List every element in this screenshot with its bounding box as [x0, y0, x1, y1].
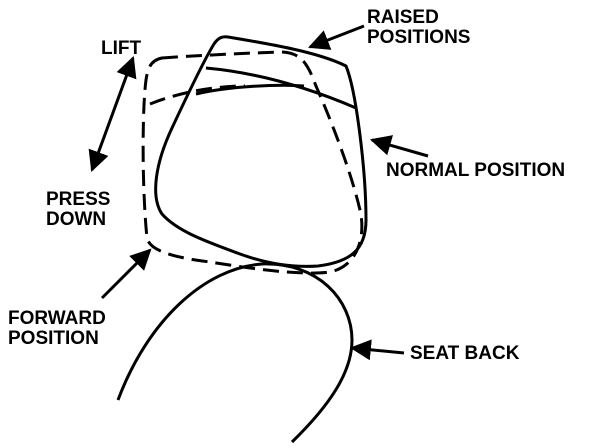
raised-positions-label: RAISED POSITIONS	[367, 8, 470, 48]
normal-position-pointer	[369, 135, 429, 158]
raised-label-line-1: RAISED	[367, 7, 439, 28]
normal-position-outline	[154, 35, 368, 268]
press-label-line-1: PRESS	[46, 189, 111, 210]
raised-position-line-upper	[205, 66, 357, 110]
press-down-label: PRESS DOWN	[46, 190, 110, 230]
forward-position-label: FORWARD POSITION	[8, 309, 106, 349]
seat-back-label: SEAT BACK	[410, 343, 520, 364]
lift-label: LIFT	[101, 38, 142, 59]
press-label-line-2: DOWN	[46, 209, 107, 230]
seat-back-outline	[116, 262, 354, 444]
forward-position-pointer	[100, 248, 152, 300]
raised-label-line-2: POSITIONS	[367, 27, 471, 48]
raised-positions-pointer	[308, 24, 365, 50]
forward-label-line-1: FORWARD	[8, 308, 106, 329]
normal-position-label: NORMAL POSITION	[386, 160, 566, 181]
forward-label-line-2: POSITION	[8, 328, 99, 349]
raised-position-line-lower	[195, 83, 305, 96]
forward-position-outline	[141, 50, 364, 275]
lift-press-arrow	[88, 56, 137, 172]
raised-forward-dashed-line	[149, 84, 246, 106]
seat-back-pointer	[349, 339, 405, 361]
